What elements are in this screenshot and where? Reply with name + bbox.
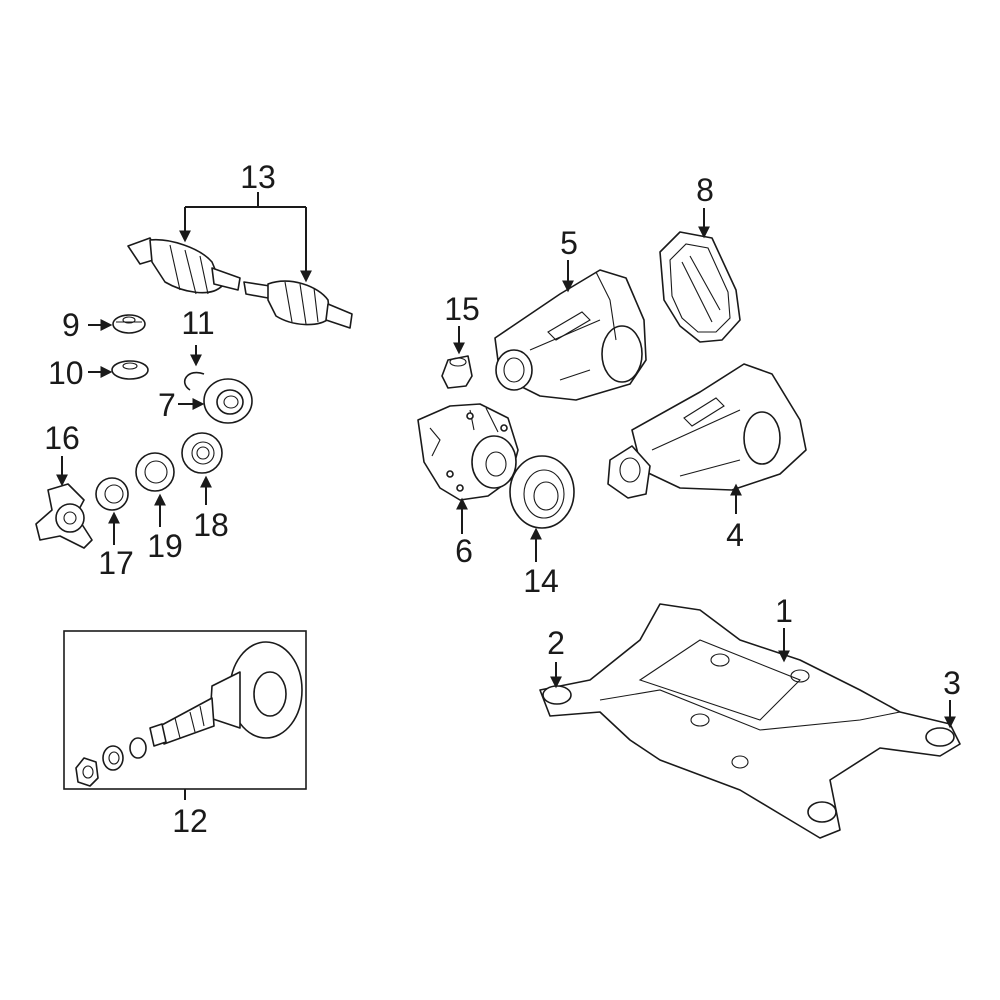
callout-15: 15 [444, 291, 480, 327]
callout-6: 6 [455, 533, 473, 569]
part-7-bearing[interactable] [203, 378, 253, 424]
part-8-cover[interactable] [659, 231, 741, 343]
callout-19: 19 [147, 528, 183, 564]
part-18-bearing[interactable] [181, 432, 223, 474]
callout-7: 7 [158, 387, 176, 423]
part-19-washer[interactable] [135, 452, 175, 492]
callout-11: 11 [181, 305, 214, 341]
callout-3: 3 [943, 665, 961, 701]
callout-12: 12 [172, 803, 208, 839]
part-16-flange[interactable] [35, 483, 93, 549]
part-10-clip[interactable] [111, 360, 149, 380]
callout-8: 8 [696, 172, 714, 208]
callout-2: 2 [547, 625, 565, 661]
part-5-carrier-housing[interactable] [494, 269, 647, 401]
callout-1: 1 [775, 593, 793, 629]
callout-4: 4 [726, 517, 744, 553]
callout-14: 14 [523, 563, 559, 599]
part-6-differential-case[interactable] [417, 403, 519, 501]
part-1-crossmember[interactable] [539, 603, 961, 839]
part-17-seal[interactable] [95, 477, 129, 511]
callout-9: 9 [62, 307, 80, 343]
part-11-snap-ring[interactable] [184, 371, 205, 391]
part-9-clip[interactable] [112, 314, 146, 334]
part-15-vent[interactable] [441, 355, 473, 389]
callout-13: 13 [240, 159, 276, 195]
part-14-ring-gear[interactable] [509, 455, 575, 529]
callout-16: 16 [44, 420, 80, 456]
callout-17: 17 [98, 545, 134, 581]
axle-shaft-assembly[interactable] [127, 237, 353, 329]
callout-18: 18 [193, 507, 229, 543]
part-12-pinion-kit[interactable] [75, 641, 303, 787]
callout-10: 10 [48, 355, 84, 391]
callout-5: 5 [560, 225, 578, 261]
part-4-differential-assembly[interactable] [607, 363, 807, 499]
